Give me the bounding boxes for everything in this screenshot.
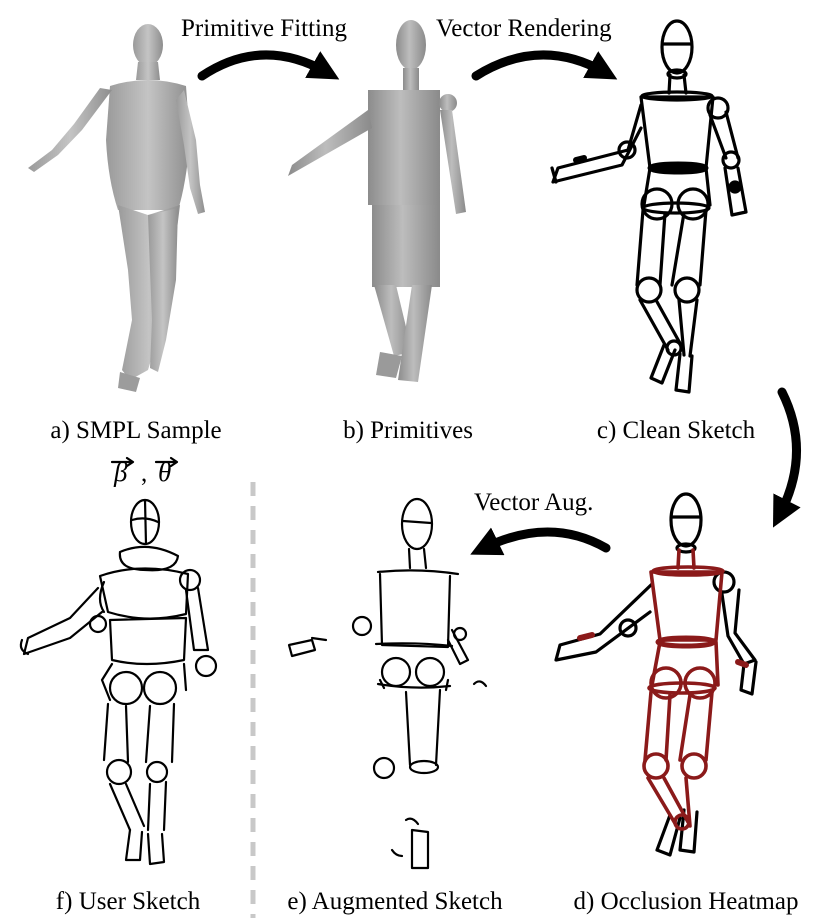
primitive-body (288, 20, 466, 382)
label-vector-rendering: Vector Rendering (436, 15, 612, 42)
augmented-sketch (287, 497, 488, 870)
arrow-down (772, 387, 801, 528)
label-primitive-fitting: Primitive Fitting (181, 15, 347, 42)
panel-f-caption: f) User Sketch (56, 888, 201, 915)
arrow-vector-rendering (471, 50, 618, 81)
panel-a-caption: a) SMPL Sample (50, 417, 221, 444)
smpl-params: β , θ (110, 456, 179, 487)
user-sketch (19, 498, 218, 866)
theta-symbol: θ (158, 457, 171, 487)
panel-d-caption: d) Occlusion Heatmap (574, 888, 799, 915)
panel-c-caption: c) Clean Sketch (597, 417, 756, 444)
clean-sketch (550, 19, 748, 394)
beta-symbol: β (113, 457, 128, 487)
panel-b-caption: b) Primitives (343, 417, 473, 444)
param-comma: , (141, 460, 147, 487)
smpl-mesh (28, 24, 205, 392)
arrow-vector-aug (470, 527, 611, 556)
panel-e-caption: e) Augmented Sketch (287, 888, 503, 915)
label-vector-aug: Vector Aug. (474, 489, 593, 516)
occlusion-heatmap (554, 492, 758, 857)
arrow-primitive-fitting (197, 50, 340, 81)
